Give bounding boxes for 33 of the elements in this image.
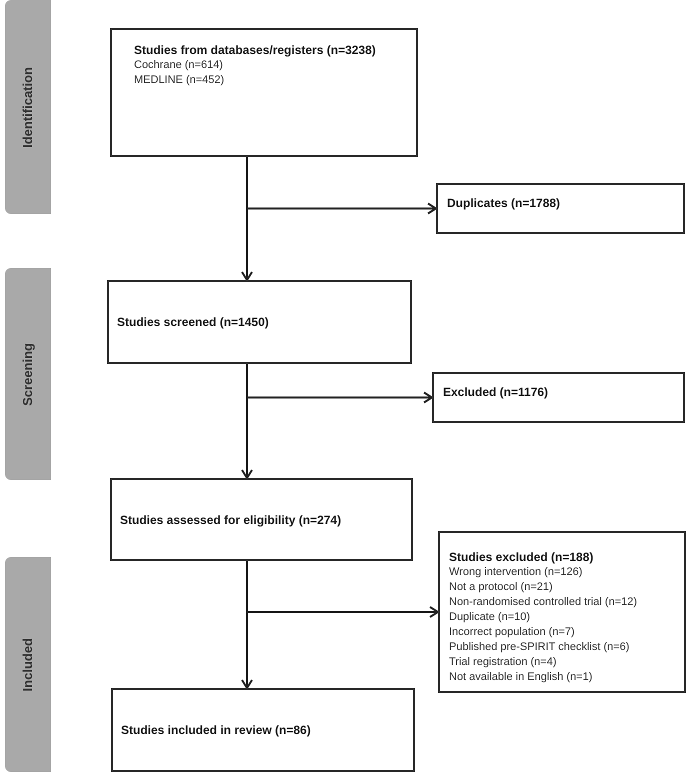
process-box: [110, 478, 413, 561]
arrow: [246, 364, 433, 404]
arrow: [246, 561, 439, 618]
stage-label: Included: [20, 638, 36, 692]
process-box: [436, 183, 685, 234]
process-box: [438, 531, 686, 693]
process-box: [432, 372, 685, 423]
box-heading: Excluded (n=1176): [443, 384, 548, 400]
stage-label: Identification: [20, 66, 36, 148]
box-heading: Studies included in review (n=86): [121, 722, 311, 738]
box-heading: Studies from databases/registers (n=3238): [134, 42, 376, 58]
count-line: Wrong intervention (n=126): [449, 565, 582, 580]
process-box: [107, 280, 412, 364]
count-line: Incorrect population (n=7): [449, 625, 575, 640]
count-line: Not a protocol (n=21): [449, 580, 553, 595]
box-heading: Duplicates (n=1788): [447, 195, 560, 211]
count-line: Duplicate (n=10): [449, 610, 530, 625]
count-line: Cochrane (n=614): [134, 58, 223, 73]
box-heading: Studies screened (n=1450): [117, 314, 269, 330]
process-box: [110, 28, 418, 157]
box-heading: Studies excluded (n=188): [449, 549, 594, 565]
stage-band: [5, 0, 51, 214]
arrow: [246, 157, 437, 214]
stage-band: [5, 557, 51, 772]
stage-band: [5, 268, 51, 480]
count-line: Non-randomised controlled trial (n=12): [449, 595, 638, 610]
process-box: [111, 688, 415, 772]
box-heading: Studies assessed for eligibility (n=274): [120, 512, 342, 528]
stage-label: Screening: [20, 342, 36, 406]
count-line: Not available in English (n=1): [449, 670, 592, 685]
count-line: Trial registration (n=4): [449, 655, 556, 670]
count-line: MEDLINE (n=452): [134, 73, 224, 88]
count-line: Published pre-SPIRIT checklist (n=6): [449, 640, 630, 655]
